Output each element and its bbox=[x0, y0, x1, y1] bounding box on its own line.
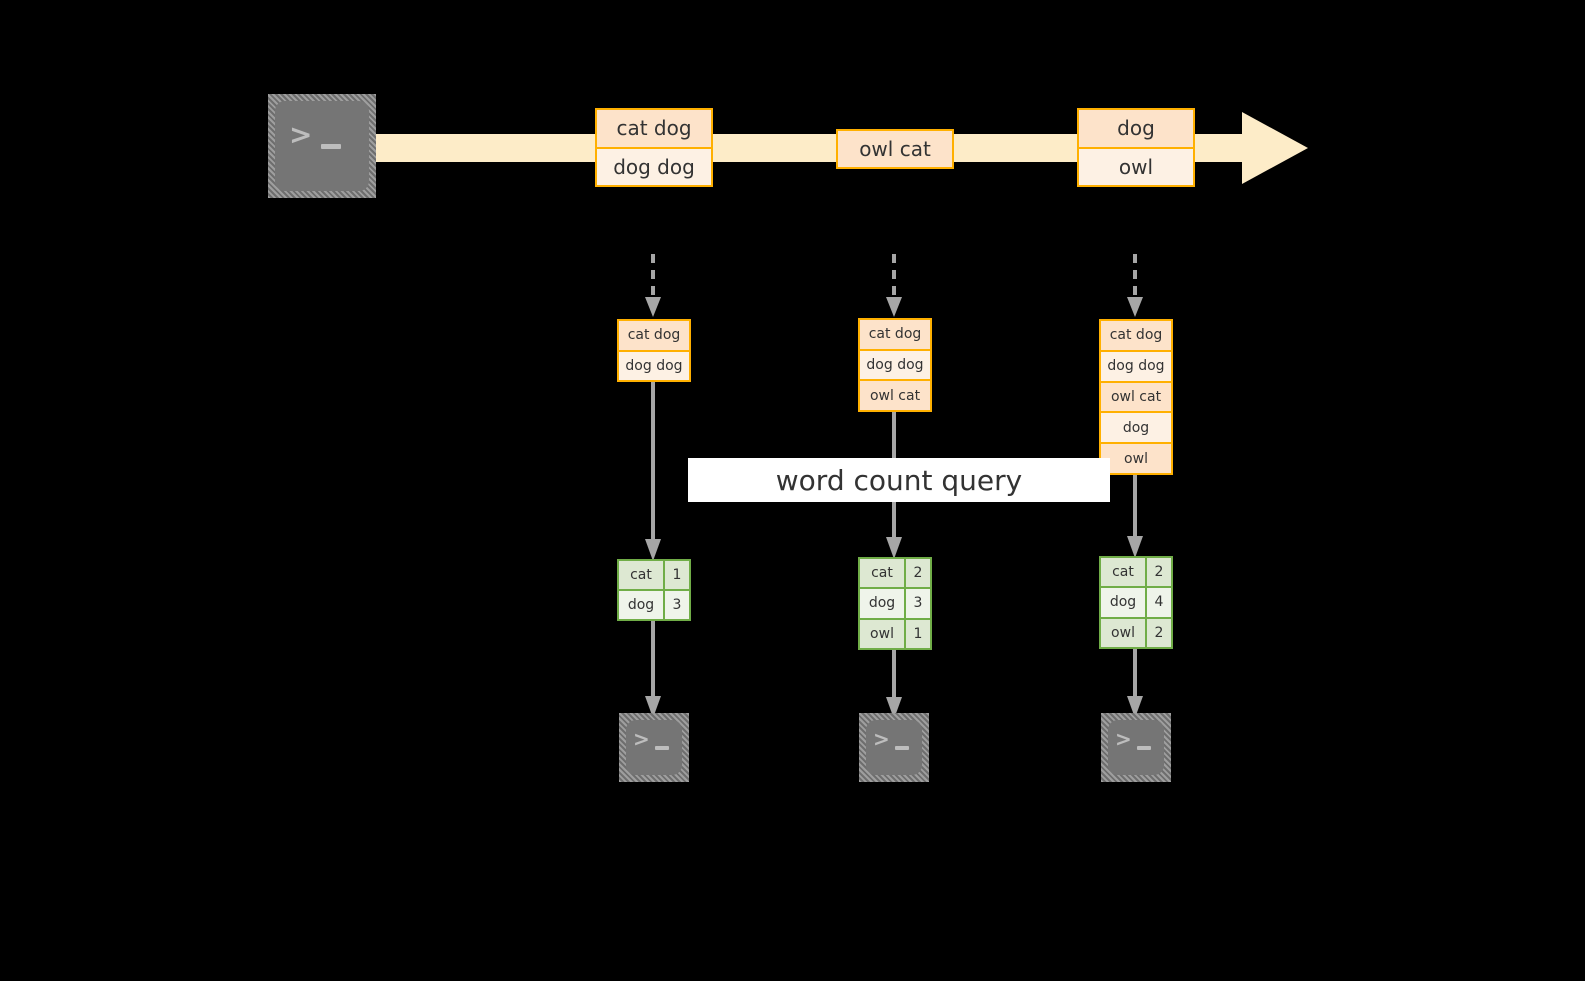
terminal-screen: > bbox=[1108, 720, 1164, 775]
snapshot-3-result-row-3: owl 2 bbox=[1101, 616, 1171, 647]
snapshot-1-result-word-1: cat bbox=[619, 561, 665, 589]
snapshot-2-result-count-2: 3 bbox=[906, 589, 930, 618]
snapshot-1-result-count-2: 3 bbox=[665, 591, 689, 619]
sink-arrow-2 bbox=[886, 650, 910, 720]
stream-event-3-row-1: dog bbox=[1079, 110, 1193, 147]
stream-event-2-row-1: owl cat bbox=[838, 131, 952, 167]
snapshot-2-buffer-row-3: owl cat bbox=[860, 379, 930, 411]
snapshot-1-result-word-2: dog bbox=[619, 591, 665, 619]
snapshot-3-result-word-2: dog bbox=[1101, 588, 1147, 617]
terminal-prompt-chevron: > bbox=[1115, 727, 1132, 751]
sink-terminal-icon-1[interactable]: > bbox=[619, 713, 689, 782]
sink-terminal-icon-2[interactable]: > bbox=[859, 713, 929, 782]
terminal-prompt-chevron: > bbox=[289, 118, 313, 151]
snapshot-3-buffer-row-5: owl bbox=[1101, 442, 1171, 473]
snapshot-2-buffer-row-1: cat dog bbox=[860, 320, 930, 349]
snapshot-2-result-row-2: dog 3 bbox=[860, 587, 930, 618]
stream-event-2[interactable]: owl cat bbox=[836, 129, 954, 169]
snapshot-1-buffer[interactable]: cat dog dog dog bbox=[617, 319, 691, 382]
snapshot-1-result-count-1: 1 bbox=[665, 561, 689, 589]
snapshot-3-result-word-3: owl bbox=[1101, 618, 1147, 647]
source-terminal-icon[interactable]: > bbox=[268, 94, 376, 198]
terminal-prompt-cursor bbox=[895, 746, 909, 750]
terminal-prompt-chevron: > bbox=[633, 727, 650, 751]
snapshot-2-result-count-1: 2 bbox=[906, 559, 930, 588]
snapshot-1-result[interactable]: cat 1 dog 3 bbox=[617, 559, 691, 621]
snapshot-1-buffer-row-2: dog dog bbox=[619, 349, 689, 380]
snapshot-3-result-count-2: 4 bbox=[1147, 588, 1171, 617]
terminal-screen: > bbox=[626, 720, 682, 775]
snapshot-2-result-count-3: 1 bbox=[906, 619, 930, 648]
event-stream-arrowhead bbox=[1242, 112, 1308, 184]
snapshot-2-buffer-row-2: dog dog bbox=[860, 348, 930, 380]
snapshot-1-result-row-1: cat 1 bbox=[619, 561, 689, 589]
snapshot-2-result-row-1: cat 2 bbox=[860, 559, 930, 588]
snapshot-3-buffer[interactable]: cat dog dog dog owl cat dog owl bbox=[1099, 319, 1173, 475]
word-count-query-caption: word count query bbox=[688, 458, 1110, 502]
snapshot-1-buffer-row-1: cat dog bbox=[619, 321, 689, 350]
stream-event-1-row-1: cat dog bbox=[597, 110, 711, 147]
snapshot-3-result-count-1: 2 bbox=[1147, 558, 1171, 587]
snapshot-3-buffer-row-2: dog dog bbox=[1101, 349, 1171, 381]
snapshot-2-result-word-3: owl bbox=[860, 619, 906, 648]
snapshot-2-result-row-3: owl 1 bbox=[860, 617, 930, 648]
stream-event-3-row-2: owl bbox=[1079, 146, 1193, 185]
terminal-prompt-cursor bbox=[1137, 746, 1151, 750]
snapshot-3-buffer-row-1: cat dog bbox=[1101, 321, 1171, 350]
snapshot-3-result-count-3: 2 bbox=[1147, 618, 1171, 647]
snapshot-3-result-word-1: cat bbox=[1101, 558, 1147, 587]
terminal-screen: > bbox=[275, 101, 369, 191]
tap-arrow-2 bbox=[886, 254, 910, 317]
tap-arrow-3 bbox=[1127, 254, 1151, 317]
query-arrow-1 bbox=[645, 382, 669, 562]
caption-label: word count query bbox=[775, 463, 1023, 497]
terminal-prompt-cursor bbox=[321, 144, 341, 149]
snapshot-2-result[interactable]: cat 2 dog 3 owl 1 bbox=[858, 557, 932, 650]
query-arrow-3 bbox=[1127, 475, 1151, 559]
snapshot-3-buffer-row-3: owl cat bbox=[1101, 380, 1171, 412]
snapshot-2-buffer[interactable]: cat dog dog dog owl cat bbox=[858, 318, 932, 412]
snapshot-3-result-row-2: dog 4 bbox=[1101, 586, 1171, 617]
snapshot-2-result-word-2: dog bbox=[860, 589, 906, 618]
stream-event-1-row-2: dog dog bbox=[597, 146, 711, 185]
terminal-screen: > bbox=[866, 720, 922, 775]
sink-arrow-3 bbox=[1127, 649, 1151, 719]
snapshot-2-result-word-1: cat bbox=[860, 559, 906, 588]
snapshot-1-result-row-2: dog 3 bbox=[619, 589, 689, 619]
sink-arrow-1 bbox=[645, 621, 669, 719]
snapshot-3-result-row-1: cat 2 bbox=[1101, 558, 1171, 587]
sink-terminal-icon-3[interactable]: > bbox=[1101, 713, 1171, 782]
snapshot-3-result[interactable]: cat 2 dog 4 owl 2 bbox=[1099, 556, 1173, 649]
terminal-prompt-chevron: > bbox=[873, 727, 890, 751]
snapshot-3-buffer-row-4: dog bbox=[1101, 411, 1171, 443]
tap-arrow-1 bbox=[645, 254, 669, 317]
terminal-prompt-cursor bbox=[655, 746, 669, 750]
stream-event-1[interactable]: cat dog dog dog bbox=[595, 108, 713, 187]
stream-event-3[interactable]: dog owl bbox=[1077, 108, 1195, 187]
